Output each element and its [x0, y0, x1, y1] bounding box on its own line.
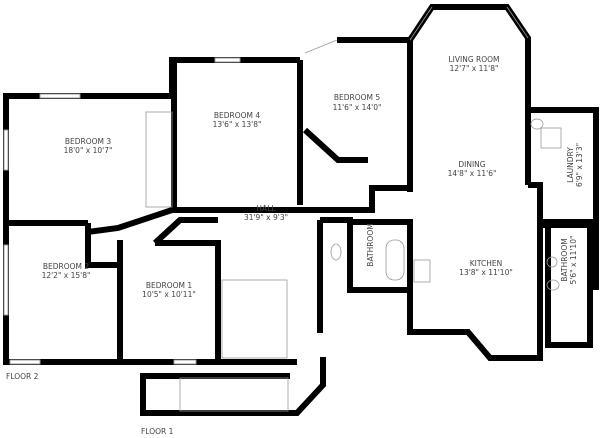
- room-name: BEDROOM 2: [43, 262, 90, 271]
- stove-icon: [413, 259, 431, 283]
- room-name: DINING: [458, 160, 485, 169]
- room-size: 13'6" x 13'8": [213, 120, 262, 129]
- room-labels: LIVING ROOM 12'7" x 11'8" BEDROOM 5 11'6…: [42, 55, 584, 299]
- room-size: 12'7" x 11'8": [450, 64, 499, 73]
- fixtures: [330, 118, 562, 291]
- room-size: 12'2" x 15'8": [42, 271, 91, 280]
- room-name: KITCHEN: [470, 259, 503, 268]
- room-name: BATHROOM: [366, 223, 375, 266]
- toilet-icon: [330, 243, 342, 261]
- bathtub-icon: [385, 239, 405, 281]
- room-size: 5'6" x 11'10": [569, 236, 578, 285]
- room-size: 11'6" x 14'0": [333, 103, 382, 112]
- room-name: LAUNDRY: [566, 147, 575, 183]
- room-name: BEDROOM 5: [334, 93, 381, 102]
- stairs: [145, 111, 289, 412]
- room-name: HALL: [256, 204, 276, 213]
- sink-icon: [546, 256, 558, 268]
- room-size: 14'8" x 11'6": [448, 169, 497, 178]
- floor-label: FLOOR 2: [6, 372, 39, 381]
- floor-label: FLOOR 1: [141, 427, 174, 436]
- shower-icon: [540, 127, 562, 149]
- room-name: LIVING ROOM: [448, 55, 499, 64]
- room-size: 6'9" x 13'3": [575, 143, 584, 187]
- toilet-icon: [546, 279, 560, 291]
- room-name: BEDROOM 1: [146, 281, 193, 290]
- room-name: BATHROOM: [560, 238, 569, 281]
- room-name: BEDROOM 4: [214, 111, 261, 120]
- toilet-icon: [530, 118, 544, 130]
- walls: [3, 4, 599, 416]
- room-size: 10'5" x 10'11": [142, 290, 196, 299]
- room-name: BEDROOM 3: [65, 137, 112, 146]
- room-size: 31'9" x 9'3": [244, 213, 288, 222]
- room-size: 18'0" x 10'7": [64, 146, 113, 155]
- windows: [3, 6, 529, 365]
- room-size: 13'8" x 11'10": [459, 268, 513, 277]
